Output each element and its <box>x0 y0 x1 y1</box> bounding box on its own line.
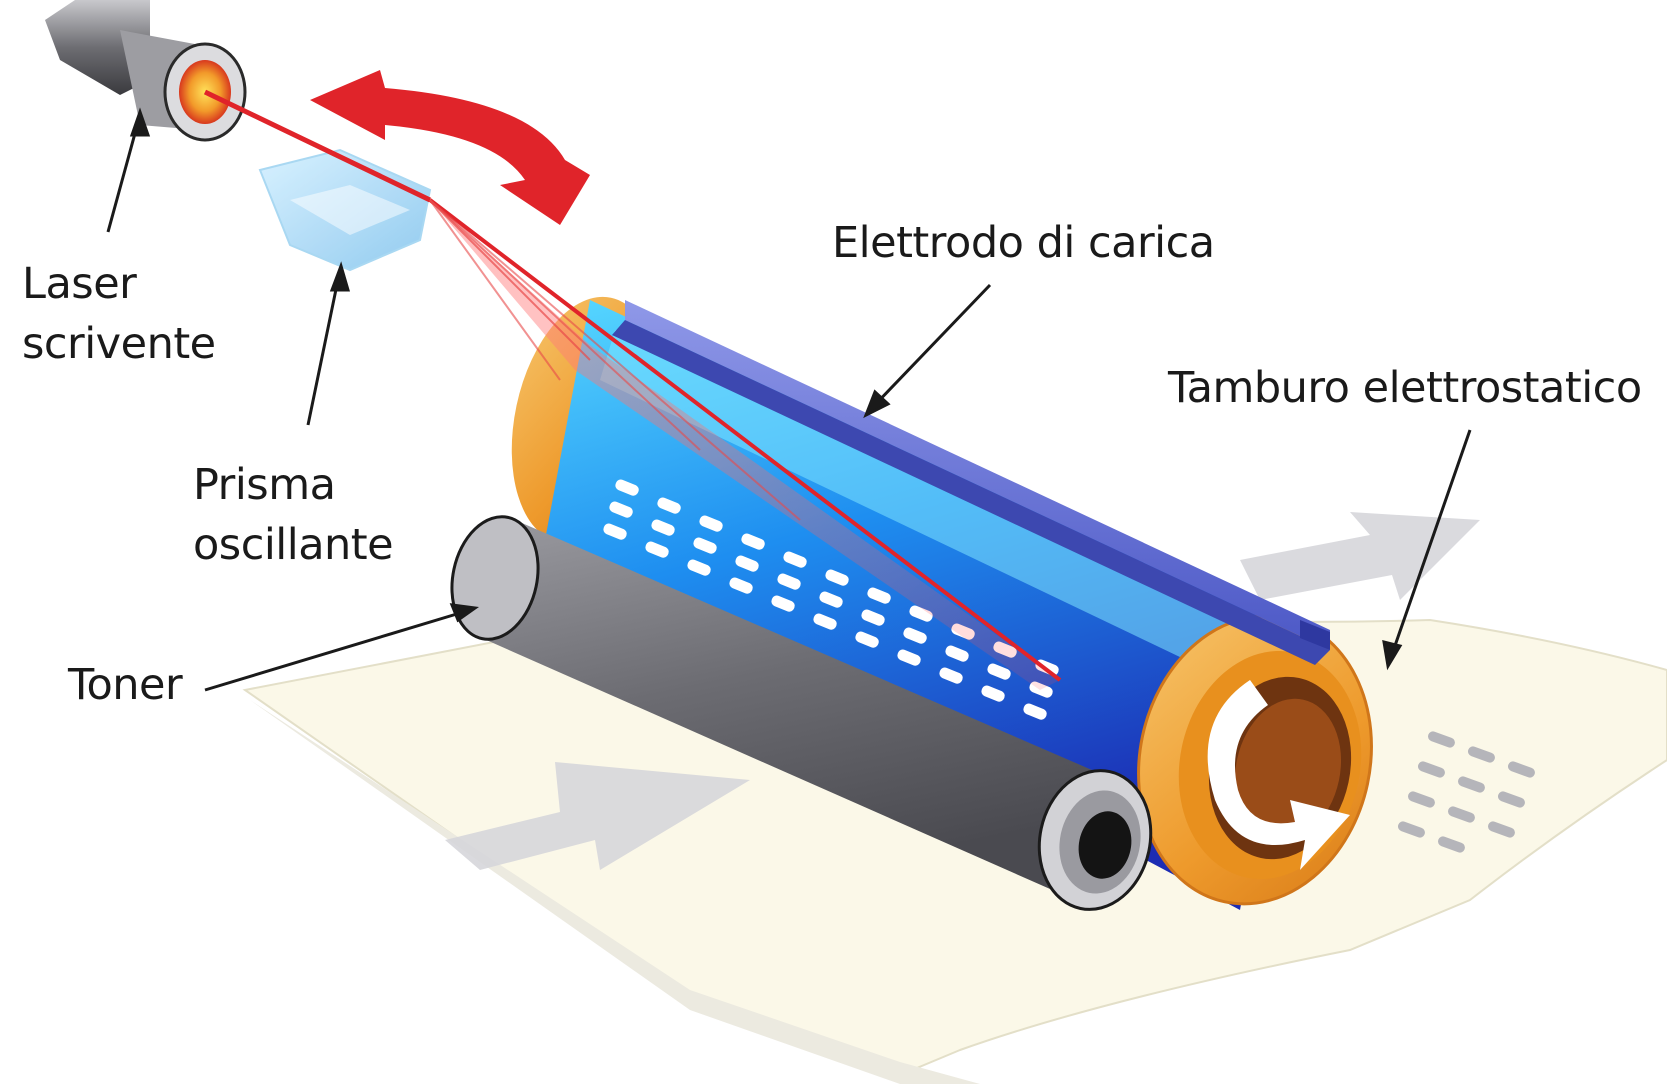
label-laser-line1: Laser <box>22 259 137 309</box>
label-laser: Laser scrivente <box>22 254 216 374</box>
pointer-lines <box>106 107 1472 692</box>
oscillation-arrow <box>310 70 590 225</box>
label-charge-electrode: Elettrodo di carica <box>832 218 1215 268</box>
label-laser-line2: scrivente <box>22 319 216 369</box>
laser-source <box>45 0 247 142</box>
label-drum: Tamburo elettrostatico <box>1168 363 1642 413</box>
label-toner: Toner <box>68 660 183 710</box>
oscillating-prism <box>258 148 432 272</box>
printed-marks <box>1397 731 1535 853</box>
laser-beam <box>203 89 1062 690</box>
charge-electrode <box>612 300 1330 665</box>
label-prism-line2: oscillante <box>193 520 394 570</box>
label-prism-line1: Prisma <box>193 460 336 510</box>
paper-direction-arrow-front <box>445 762 750 870</box>
label-prism: Prisma oscillante <box>193 455 394 575</box>
paper-direction-arrow-back <box>1240 512 1480 600</box>
toner-roller <box>450 515 1153 911</box>
drum-rotation-arrow <box>1207 680 1350 870</box>
